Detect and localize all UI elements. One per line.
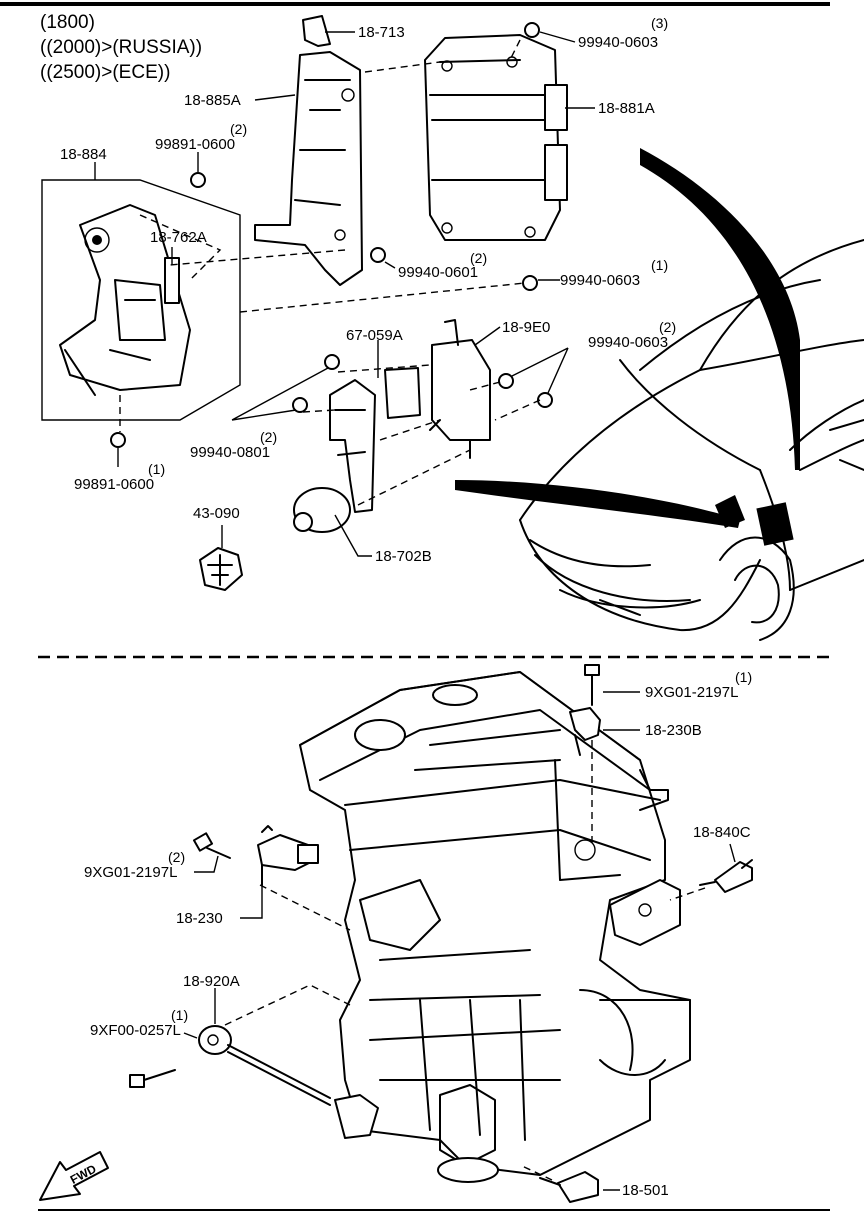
plate-67-059A xyxy=(384,367,421,419)
nut-99891-0600-bot xyxy=(110,432,126,448)
arrow-to-ecu xyxy=(640,148,800,470)
label-18-920A[interactable]: 18-920A xyxy=(183,973,240,990)
label-18-762A[interactable]: 18-762A xyxy=(150,229,207,246)
nut-99940-0603-r1 xyxy=(498,373,514,389)
qty-99940-0601: (2) xyxy=(470,250,488,266)
qty-99940-0603-right: (2) xyxy=(659,319,677,335)
label-43-090[interactable]: 43-090 xyxy=(193,505,240,522)
solenoid-18-702B xyxy=(293,379,376,533)
label-99940-0603-mid[interactable]: 99940-0603 xyxy=(560,272,641,289)
sensor-18-230B xyxy=(569,707,601,756)
label-99940-0603-top[interactable]: 99940-0603 xyxy=(578,34,659,51)
bracket-18-885A xyxy=(254,15,363,286)
qty-9XG01-2197L-left: (2) xyxy=(168,849,186,865)
label-99891-0600-top[interactable]: 99891-0600 xyxy=(155,136,236,153)
nut-99940-0601 xyxy=(370,247,386,263)
label-18-501[interactable]: 18-501 xyxy=(622,1182,669,1199)
label-18-230B[interactable]: 18-230B xyxy=(645,722,702,739)
label-18-840C[interactable]: 18-840C xyxy=(693,824,751,841)
label-9XG01-2197L-top[interactable]: 9XG01-2197L xyxy=(645,684,739,701)
sensor-18-501 xyxy=(539,1171,599,1203)
nut-99940-0801-b xyxy=(292,397,308,413)
nut-99891-0600-top xyxy=(190,172,206,188)
ecu-18-881A xyxy=(424,34,568,241)
qty-99891-0600-top: (2) xyxy=(230,121,248,137)
label-18-881A[interactable]: 18-881A xyxy=(598,100,655,117)
label-99940-0601[interactable]: 99940-0601 xyxy=(398,264,479,281)
label-18-885A[interactable]: 18-885A xyxy=(184,92,241,109)
header-line-1: (1800) xyxy=(40,12,95,33)
label-67-059A[interactable]: 67-059A xyxy=(346,327,403,344)
bracket-18-884-frame xyxy=(41,179,241,421)
qty-99940-0603-top: (3) xyxy=(651,15,669,31)
label-18-230[interactable]: 18-230 xyxy=(176,910,223,927)
header-line-2: ((2000)>(RUSSIA)) xyxy=(40,37,203,58)
nut-99940-0603-mid xyxy=(522,275,538,291)
qty-99891-0600-bot: (1) xyxy=(148,461,166,477)
part-43-090 xyxy=(199,547,243,591)
arrow-to-module xyxy=(455,480,740,528)
nut-99940-0801-a xyxy=(324,354,340,370)
fwd-arrow: FWD xyxy=(39,1151,109,1201)
label-99891-0600-bot[interactable]: 99891-0600 xyxy=(74,476,155,493)
header-line-3: ((2500)>(ECE)) xyxy=(40,62,171,83)
bolt-9XF00-0257L xyxy=(129,1069,176,1088)
label-9XG01-2197L-left[interactable]: 9XG01-2197L xyxy=(84,864,178,881)
label-18-9E0[interactable]: 18-9E0 xyxy=(502,319,551,336)
nut-99940-0603-r2 xyxy=(537,392,553,408)
qty-9XF00-0257L: (1) xyxy=(171,1007,189,1023)
car-outline xyxy=(519,239,864,641)
bracket-18-884 xyxy=(59,204,191,396)
sensor-18-840C xyxy=(699,859,753,893)
label-18-884[interactable]: 18-884 xyxy=(60,146,107,163)
bolt-9XG01-2197L-left xyxy=(192,832,231,859)
qty-99940-0801: (2) xyxy=(260,429,278,445)
qty-9XG01-2197L-top: (1) xyxy=(735,669,753,685)
sensor-18-230 xyxy=(257,825,319,886)
module-18-9E0 xyxy=(429,319,491,459)
knock-sensor-18-920A xyxy=(198,1025,379,1139)
label-9XF00-0257L[interactable]: 9XF00-0257L xyxy=(90,1022,181,1039)
bolt-9XG01-2197L-top xyxy=(584,664,600,706)
label-99940-0603-right[interactable]: 99940-0603 xyxy=(588,334,669,351)
engine-block xyxy=(299,671,691,1183)
label-18-713[interactable]: 18-713 xyxy=(358,24,405,41)
label-99940-0801[interactable]: 99940-0801 xyxy=(190,444,271,461)
label-18-702B[interactable]: 18-702B xyxy=(375,548,432,565)
qty-99940-0603-mid: (1) xyxy=(651,257,669,273)
nut-99940-0603-top xyxy=(524,22,540,38)
